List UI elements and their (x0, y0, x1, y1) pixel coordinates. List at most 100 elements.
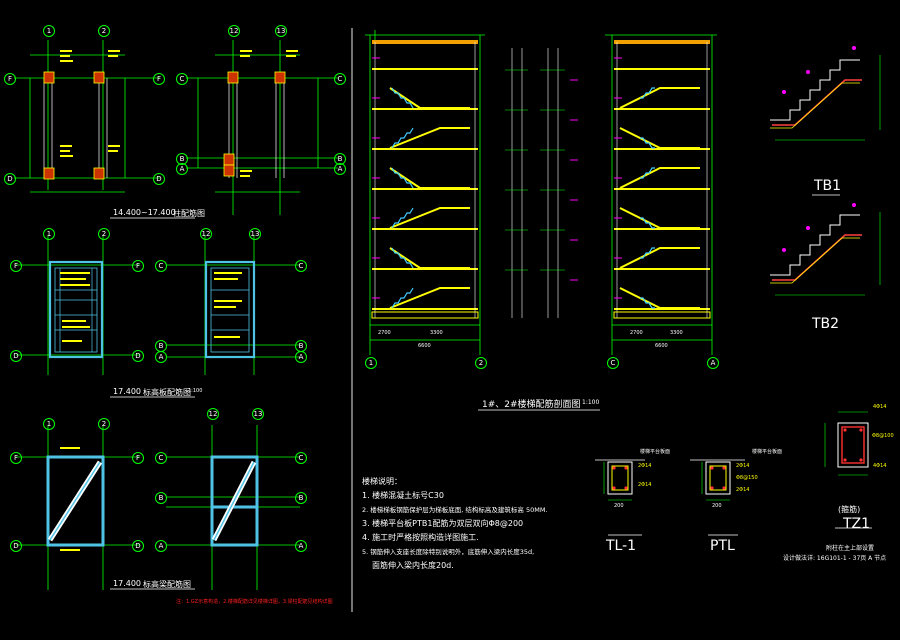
tl1-rebar-bottom: 2Φ14 (638, 482, 652, 488)
grid-bubble-C-p6: C (155, 452, 167, 464)
grid-bubble-1-p3: 1 (43, 228, 55, 240)
section-dim-1: 2700 (378, 330, 391, 336)
tz1-note-1: 附柱在主上部设置 (826, 545, 875, 552)
note-item-3: 3. 楼梯平台板PTB1配筋为双层双向Φ8@200 (362, 519, 524, 528)
plan2-caption-title: 标高板配筋图 (143, 388, 191, 397)
plan-column-right (186, 40, 338, 215)
grid-bubble-A-p6: A (155, 540, 167, 552)
tl1-label: TL-1 (606, 538, 637, 554)
grid-bubble-section-right-a: C (607, 357, 619, 369)
grid-bubble-1: 1 (43, 25, 55, 37)
column-markers-right (223, 71, 286, 177)
grid-bubble-A-p6-right: A (295, 540, 307, 552)
grid-bubble-D-p5-right: D (132, 540, 144, 552)
note-item-2: 2. 楼梯梯板钢筋保护层为梯板底面, 结构标高及建筑标高 50MM. (362, 506, 548, 514)
ptl-rebar-bottom: 2Φ14 (736, 487, 750, 493)
grid-bubble-A: A (176, 163, 188, 175)
grid-bubble-section-left-b: 2 (475, 357, 487, 369)
grid-bubble-D-p3: D (10, 350, 22, 362)
tz1-sub: (箍筋) (838, 505, 861, 514)
grid-bubble-C-p4-right: C (295, 260, 307, 272)
section-title: 1#、2#楼梯配筋剖面图 (482, 400, 581, 410)
note-item-4: 4. 施工时严格按照构造详图施工. (362, 533, 479, 542)
plan-beam-left (16, 425, 140, 590)
grid-bubble-C-p4: C (155, 260, 167, 272)
grid-bubble-C: C (176, 73, 188, 85)
grid-bubble-section-right-b: A (707, 357, 719, 369)
plan-column-left (14, 40, 160, 193)
grid-bubble-1-p5: 1 (43, 418, 55, 430)
stair-section-middle-dims (505, 48, 578, 318)
plan-slab-left (16, 235, 140, 375)
ptl-dim: 200 (712, 503, 722, 509)
grid-bubble-A-right: A (334, 163, 346, 175)
grid-bubble-D: D (4, 173, 16, 185)
grid-bubble-F-p5-right: F (132, 452, 144, 464)
section-dim-2: 3300 (430, 330, 443, 336)
grid-bubble-13-p4: 13 (249, 228, 261, 240)
plan3-caption-title: 标高梁配筋图 (143, 580, 191, 589)
grid-bubble-2-p3: 2 (98, 228, 110, 240)
section-scale: 1:100 (582, 399, 600, 406)
grid-bubble-2-p5: 2 (98, 418, 110, 430)
tl1-section-drawing (595, 459, 645, 536)
plan1-caption-title: 柱配筋图 (173, 209, 205, 218)
grid-bubble-2: 2 (98, 25, 110, 37)
grid-bubble-F: F (4, 73, 16, 85)
grid-bubble-F-right: F (153, 73, 165, 85)
tb2-detail (770, 203, 881, 296)
ptl-stirrup: Φ8@150 (736, 475, 758, 481)
grid-bubble-F-p5: F (10, 452, 22, 464)
ptl-rebar-top: 2Φ14 (736, 463, 750, 469)
notes-heading: 楼梯说明： (362, 477, 402, 486)
stair-section-right (605, 34, 717, 355)
grid-bubble-13-p6: 13 (252, 408, 264, 420)
tz1-section-drawing (824, 411, 872, 529)
tz1-note-2: 设计做法详: 16G101-1 - 37页 A 节点 (783, 555, 887, 562)
note-item-5: 5. 钢筋伸入支座长度除特别说明外，底筋伸入梁内长度35d, (362, 548, 535, 556)
section-dim-total-right: 6600 (655, 343, 668, 349)
grid-bubble-section-left-a: 1 (365, 357, 377, 369)
tb1-detail (770, 46, 881, 196)
grid-bubble-A-p4-right: A (295, 351, 307, 363)
grid-bubble-A-p4: A (155, 351, 167, 363)
tz1-rebar: 4Φ14 (873, 404, 887, 410)
column-markers-left (43, 71, 105, 180)
tl1-rebar-top: 2Φ14 (638, 463, 652, 469)
grid-bubble-12-p6: 12 (207, 408, 219, 420)
tb1-label: TB1 (814, 178, 842, 194)
grid-bubble-13: 13 (275, 25, 287, 37)
grid-bubble-12-p4: 12 (200, 228, 212, 240)
plan2-caption-scale: 1:100 (188, 388, 203, 394)
stair-section-left (365, 30, 485, 355)
note-item-6: 面筋伸入梁内长度20d. (372, 561, 454, 570)
tl1-title: 楼梯平台板面 (640, 449, 671, 455)
ptl-label: PTL (710, 538, 735, 554)
plan3-caption-elev: 17.400 (113, 579, 141, 588)
section-dim-total: 6600 (418, 343, 431, 349)
grid-bubble-B-p6: B (155, 492, 167, 504)
plan1-caption-elev: 14.400~17.400 (113, 208, 176, 217)
grid-bubble-B-p6-right: B (295, 492, 307, 504)
grid-bubble-C-p6-right: C (295, 452, 307, 464)
grid-bubble-F-p3: F (10, 260, 22, 272)
ptl-section-drawing (690, 459, 745, 536)
grid-bubble-F-p3-right: F (132, 260, 144, 272)
tl1-dim: 200 (614, 503, 624, 509)
grid-bubble-D-p5: D (10, 540, 22, 552)
plan2-caption-elev: 17.400 (113, 387, 141, 396)
plan-slab-right (166, 235, 300, 375)
ptl-title: 楼梯平台板面 (752, 449, 783, 455)
tz1-stirrup: Φ8@100 (872, 433, 894, 439)
section-dim-4: 3300 (670, 330, 683, 336)
tz1-label: TZ1 (843, 516, 871, 532)
grid-bubble-D-p3-right: D (132, 350, 144, 362)
tz1-rebar-bottom: 4Φ14 (873, 463, 887, 469)
section-dim-3: 2700 (630, 330, 643, 336)
grid-bubble-12: 12 (228, 25, 240, 37)
stair-notes: 楼梯说明： 1. 楼梯混凝土标号C30 2. 楼梯梯板钢筋保护层为梯板底面, 结… (362, 475, 602, 573)
grid-bubble-C-right: C (334, 73, 346, 85)
note-item-1: 1. 楼梯混凝土标号C30 (362, 491, 444, 500)
tb2-label: TB2 (812, 316, 840, 332)
plan-red-note: 注：1.GZ示意构造，2.楼梯配筋详见楼梯详图，3.梁柱配筋见结构详图 (176, 599, 333, 605)
